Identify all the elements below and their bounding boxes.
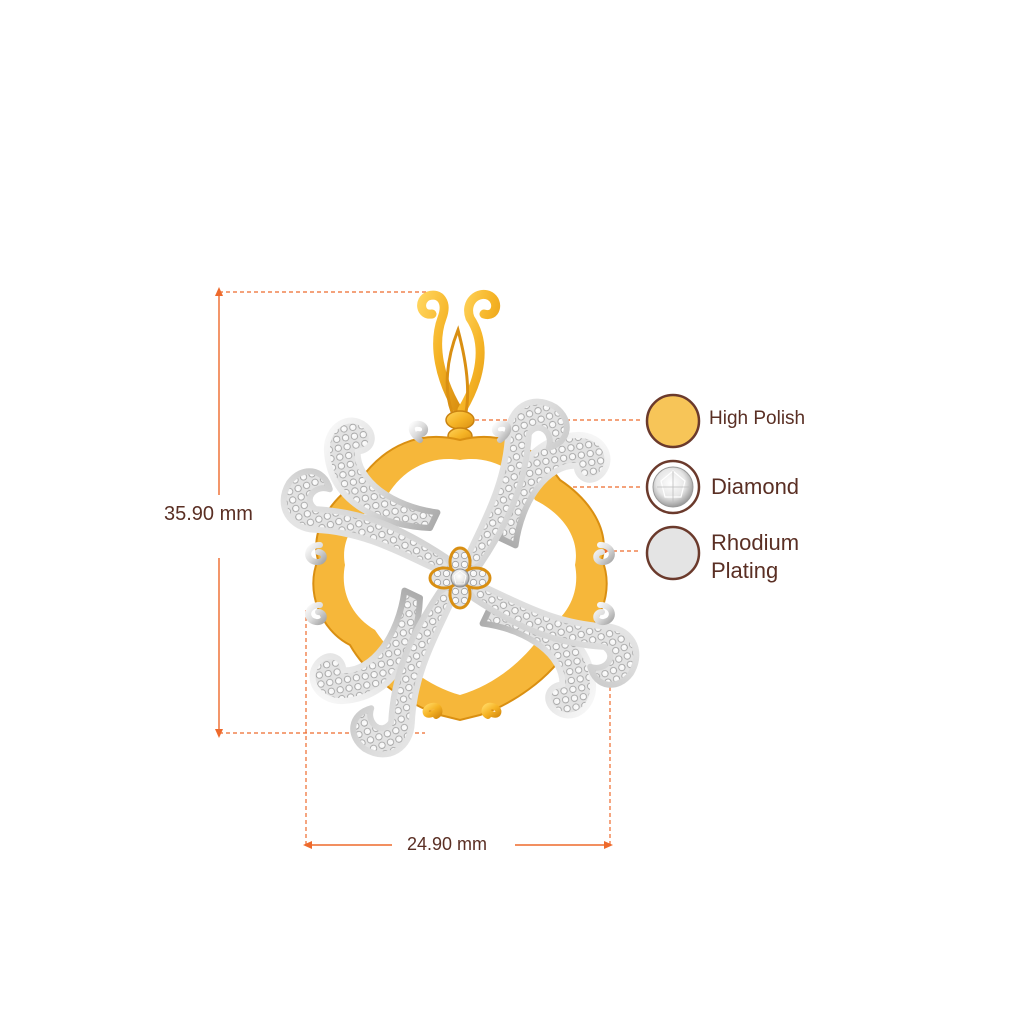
rhodium-swatch [645, 525, 701, 581]
diamond-swatch [645, 459, 701, 515]
pendant-illustration [275, 290, 645, 762]
arrow-left-icon [303, 841, 312, 849]
high-polish-swatch [645, 393, 701, 449]
height-measurement: 35.90 mm [164, 503, 253, 525]
legend-label-diamond: Diamond [711, 474, 800, 499]
legend-label-rhodium: Rhodium Plating [711, 530, 800, 583]
legend-label-high-polish: High Polish [709, 408, 806, 429]
legend-swatches [645, 393, 701, 581]
arrow-right-icon [604, 841, 613, 849]
pendant-bail [417, 290, 501, 445]
width-measurement: 24.90 mm [407, 834, 488, 854]
width-dimension [303, 610, 613, 849]
center-flower [428, 546, 492, 610]
scroll-curls [305, 420, 615, 719]
